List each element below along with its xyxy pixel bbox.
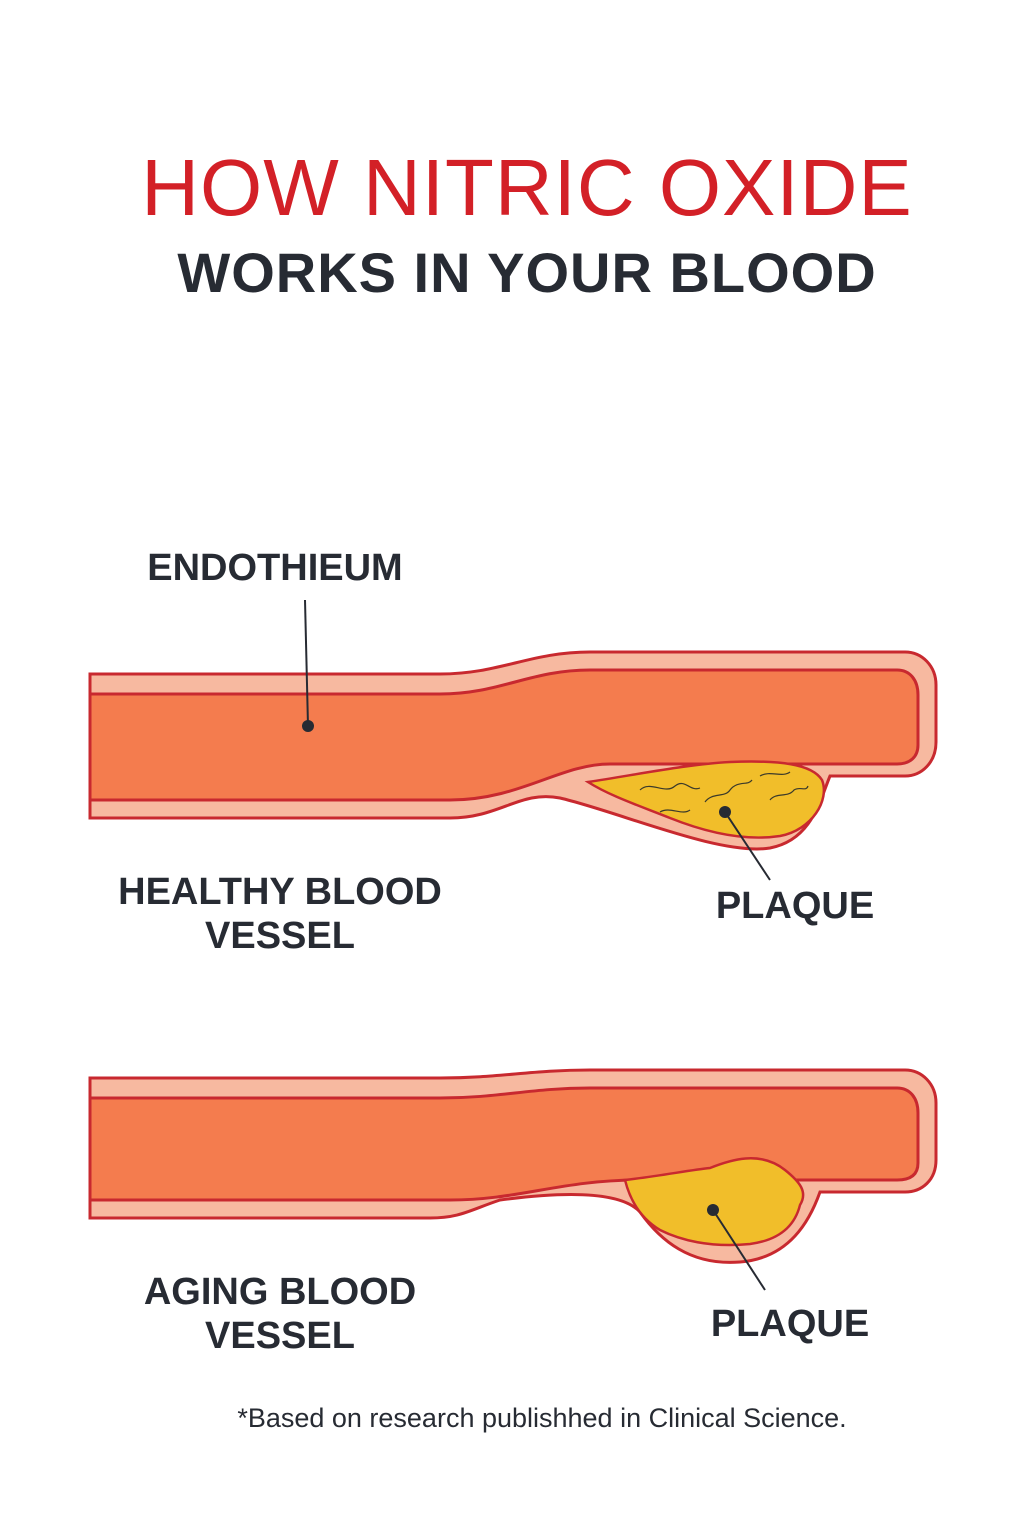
healthy-vessel-label-line-1: HEALTHY BLOOD	[118, 871, 442, 913]
aging-vessel	[88, 1068, 938, 1291]
aging-vessel-label: AGING BLOOD VESSEL	[100, 1270, 460, 1358]
plaque-bottom-pointer	[712, 1209, 766, 1291]
aging-vessel-label-line-1: AGING BLOOD	[143, 1271, 417, 1313]
plaque-texture	[639, 771, 809, 813]
plaque-top-pointer	[724, 811, 771, 881]
healthy-vessel	[88, 599, 938, 881]
aging-vessel-plaque	[623, 1157, 805, 1247]
title-line-2: WORKS IN YOUR BLOOD	[177, 241, 877, 304]
endothelium-label: ENDOTHIEUM	[147, 547, 403, 589]
title-line-1: HOW NITRIC OXIDE	[141, 143, 913, 232]
plaque-top-label: PLAQUE	[715, 885, 875, 927]
healthy-vessel-label: HEALTHY BLOOD VESSEL	[100, 870, 460, 958]
footnote: *Based on research publishhed in Clinica…	[237, 1403, 847, 1433]
aging-vessel-label-line-2: VESSEL	[205, 1315, 355, 1357]
healthy-vessel-plaque	[584, 760, 826, 839]
endothelium-pointer	[304, 599, 309, 727]
healthy-vessel-label-line-2: VESSEL	[205, 915, 355, 957]
healthy-vessel-lumen	[88, 668, 920, 802]
endothelium-dot	[302, 720, 314, 732]
plaque-bottom-label: PLAQUE	[710, 1303, 870, 1345]
